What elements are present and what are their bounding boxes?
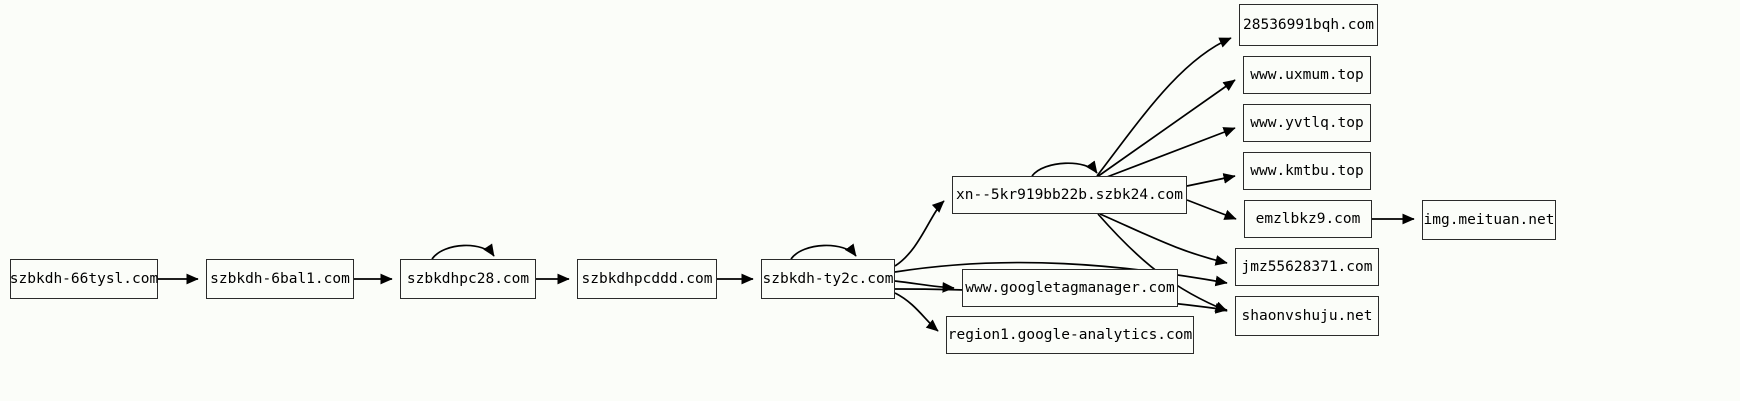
node-szbkdh-66tysl[interactable]: szbkdh-66tysl.com [10, 259, 158, 299]
node-www-kmtbu-top[interactable]: www.kmtbu.top [1243, 152, 1371, 190]
node-img-meituan-net[interactable]: img.meituan.net [1422, 200, 1556, 240]
edge-n5-n9 [1096, 79, 1236, 178]
node-www-yvtlq-top[interactable]: www.yvtlq.top [1243, 104, 1371, 142]
node-emzlbkz9[interactable]: emzlbkz9.com [1244, 200, 1372, 238]
edge-n4-n6 [894, 280, 955, 293]
node-www-googletagmanager[interactable]: www.googletagmanager.com [962, 269, 1178, 307]
edge-n2-self [431, 243, 495, 260]
edge-n5-n12 [1186, 199, 1237, 220]
node-shaonvshuju-net[interactable]: shaonvshuju.net [1235, 296, 1379, 336]
edge-n4-self [790, 243, 857, 260]
node-szbkdh-ty2c[interactable]: szbkdh-ty2c.com [761, 259, 895, 299]
edge-n4-n13 [894, 261, 1228, 287]
edge-n5-n8 [1096, 37, 1232, 177]
edge-n4-n7 [894, 292, 939, 332]
edge-n5-n10 [1098, 127, 1236, 181]
node-xn-5kr919bb22b-szbk24[interactable]: xn--5kr919bb22b.szbk24.com [952, 176, 1187, 214]
edge-n5-n13 [1099, 213, 1228, 266]
edge-n5-self [1031, 160, 1098, 177]
node-jmz55628371[interactable]: jmz55628371.com [1235, 248, 1379, 286]
node-szbkdhpc28[interactable]: szbkdhpc28.com [400, 259, 536, 299]
node-www-uxmum-top[interactable]: www.uxmum.top [1243, 56, 1371, 94]
node-region1-google-analytics[interactable]: region1.google-analytics.com [946, 316, 1194, 354]
node-szbkdh-6bal1[interactable]: szbkdh-6bal1.com [206, 259, 354, 299]
node-szbkdhpcddd[interactable]: szbkdhpcddd.com [577, 259, 717, 299]
edge-n5-n11 [1186, 173, 1236, 187]
node-28536991bqh[interactable]: 28536991bqh.com [1239, 4, 1378, 46]
edge-n4-n5 [894, 200, 945, 267]
